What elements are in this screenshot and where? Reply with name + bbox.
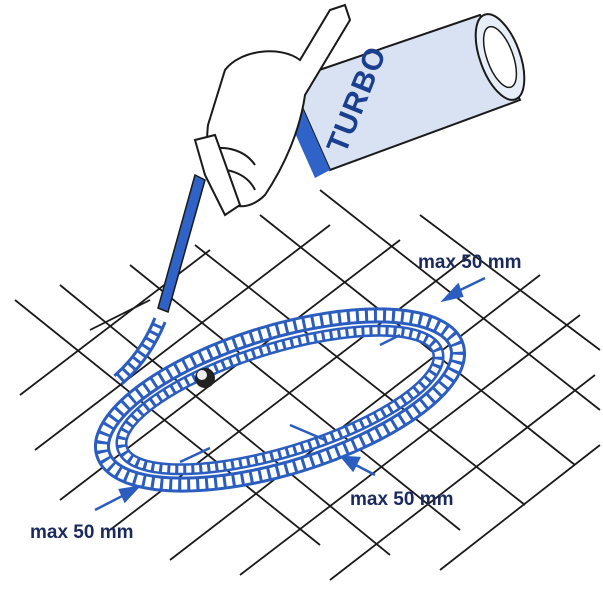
dimension-arrows [94, 276, 486, 512]
label-max-bottom-left: max 50 mm [30, 522, 134, 543]
label-max-bottom-right: max 50 mm [350, 489, 454, 510]
anchor-dowel [195, 368, 215, 388]
spray-foam-can: TURBO [275, 13, 526, 178]
label-max-top-right: max 50 mm [418, 252, 522, 273]
foam-gun-nozzle [157, 133, 242, 314]
foam-bead [93, 307, 467, 493]
